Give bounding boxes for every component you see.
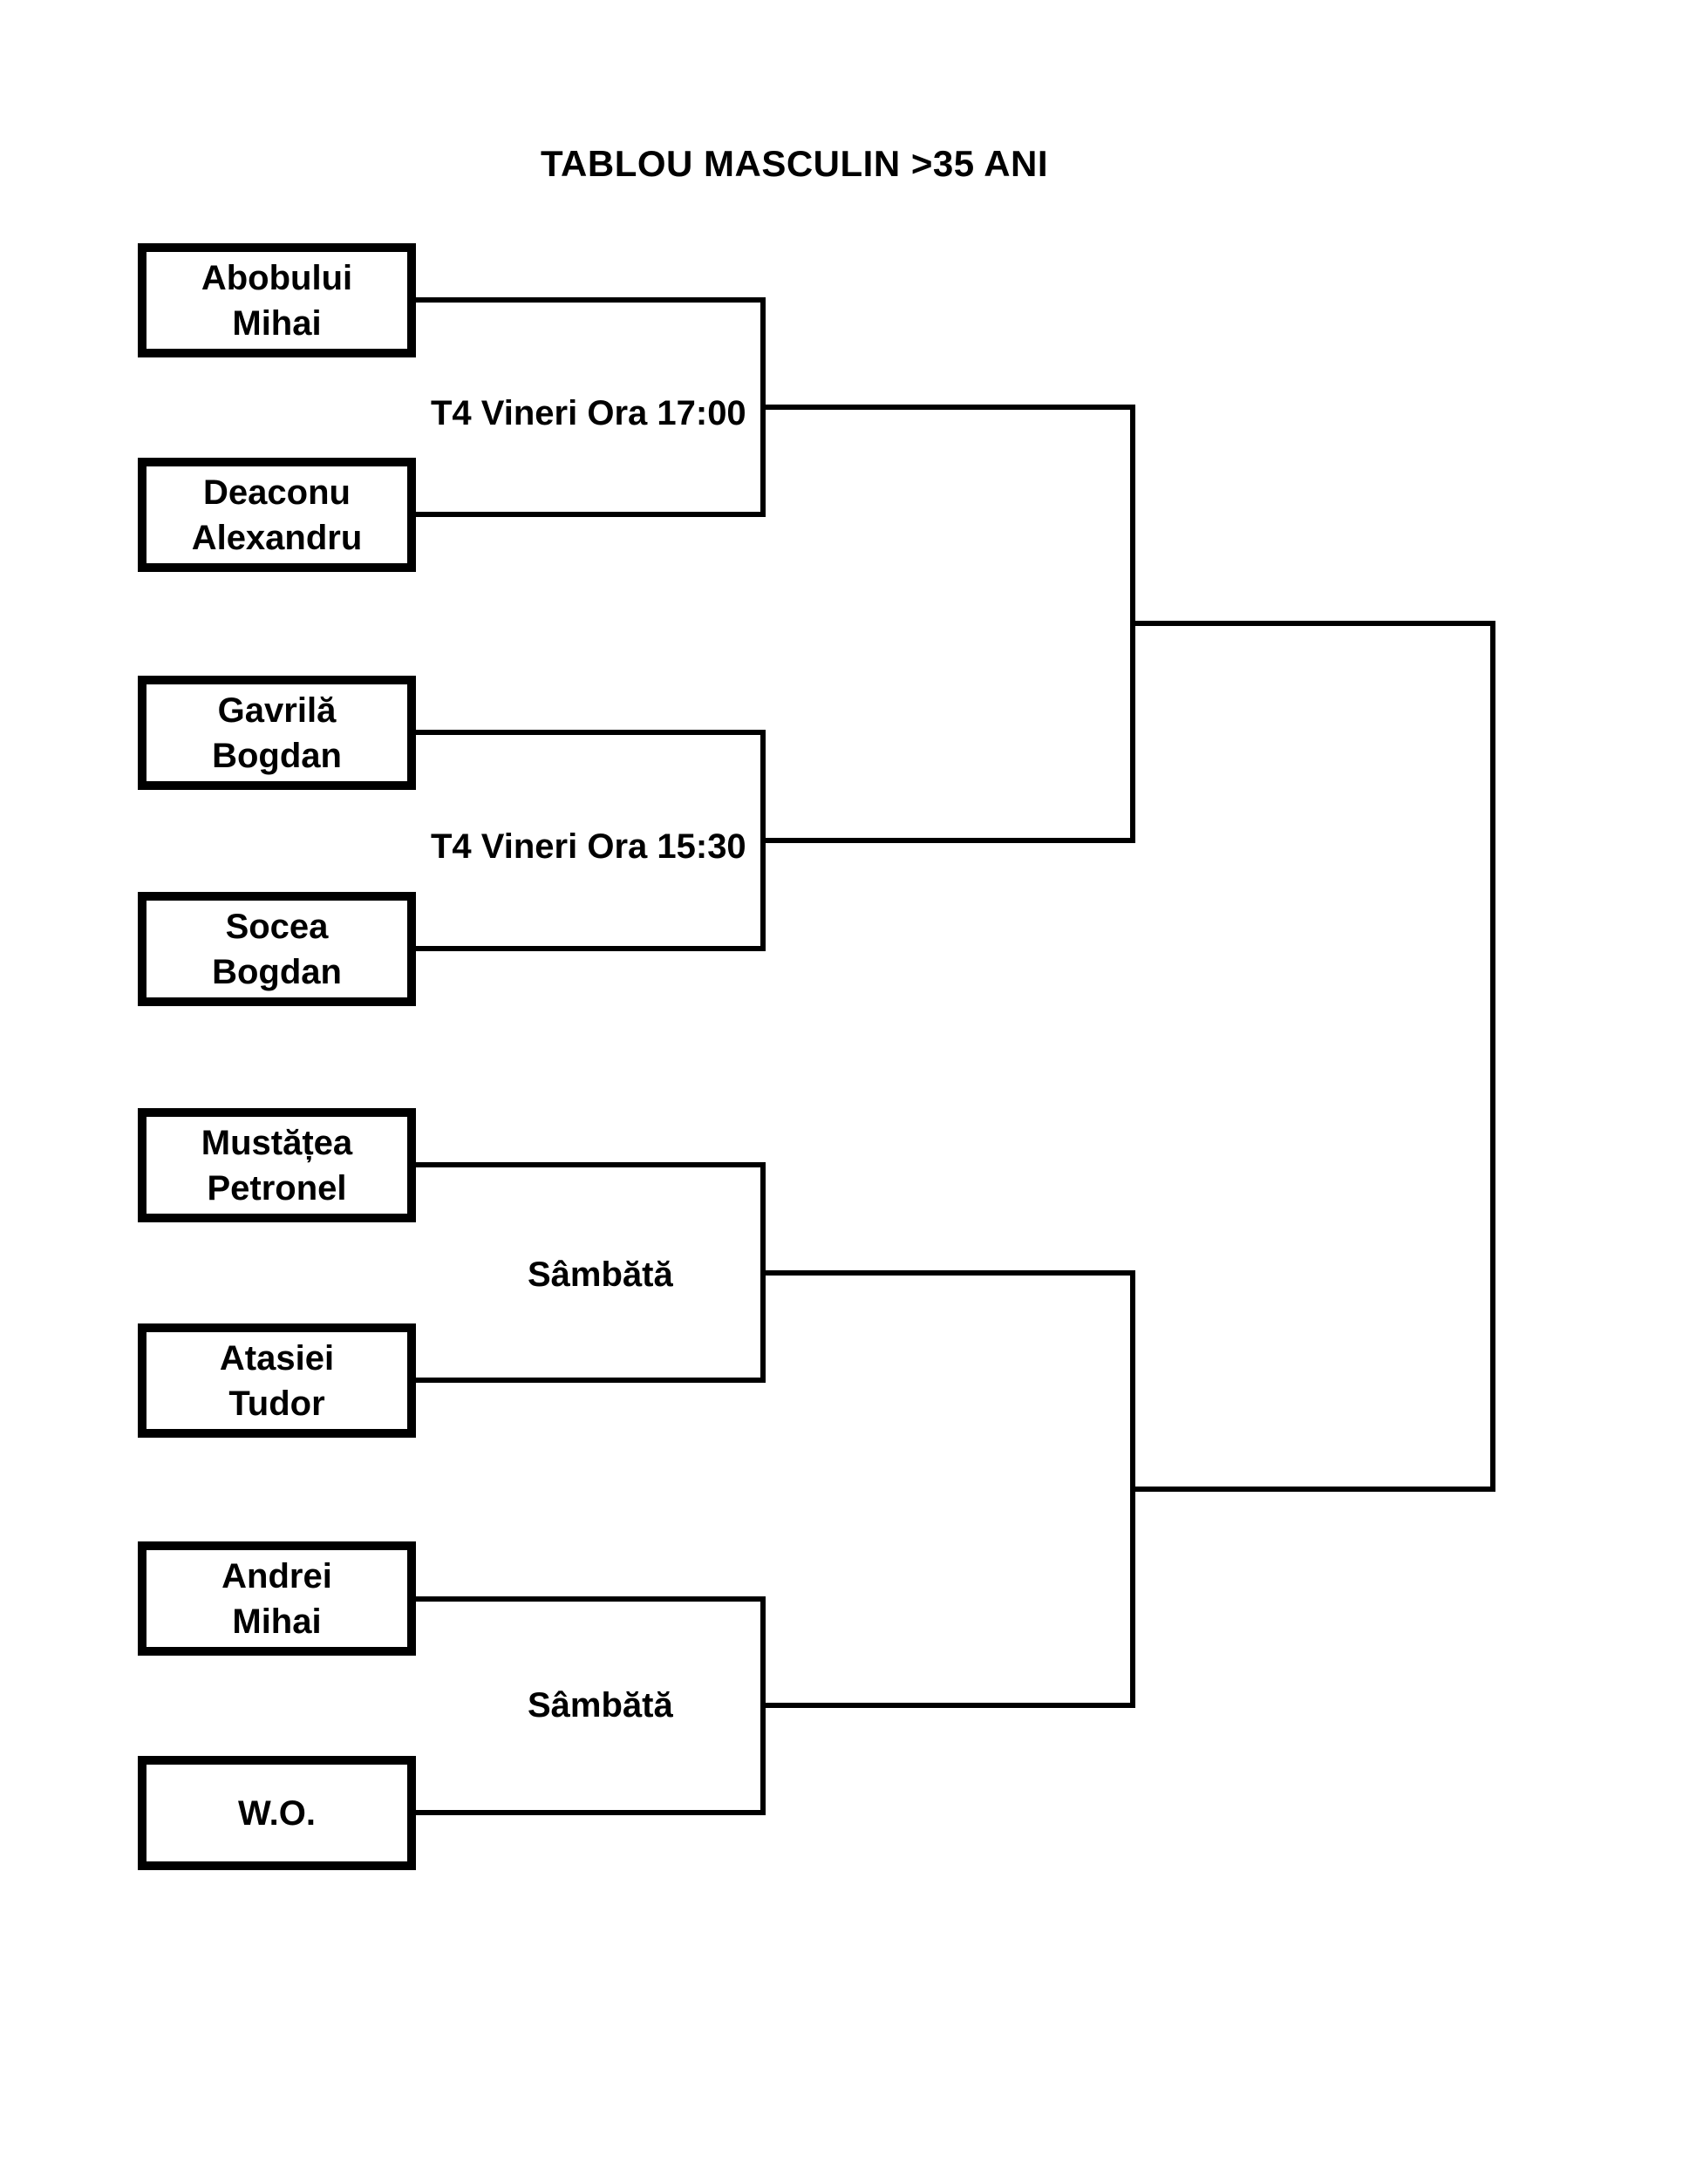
player-name-line: Tudor (228, 1384, 325, 1423)
bracket-line-winner-semifinal1 (1130, 621, 1495, 626)
player-name-line: Bogdan (212, 736, 342, 775)
player-box-atasiei-tudor: Atasiei Tudor (138, 1323, 416, 1438)
player-name-line: Bogdan (212, 952, 342, 991)
bracket-line-stub-p7 (416, 1596, 766, 1602)
bracket-line-stub-p2 (416, 512, 766, 517)
bracket-line-winner-match1 (760, 405, 1135, 410)
bracket-line-vertical-final (1490, 621, 1495, 1492)
player-name-line: Atasiei (219, 1338, 335, 1378)
player-name-line: W.O. (238, 1793, 316, 1833)
player-box-andrei-mihai: Andrei Mihai (138, 1541, 416, 1656)
player-name-line: Mihai (232, 1602, 322, 1641)
match2-time-label: T4 Vineri Ora 15:30 (431, 827, 746, 866)
bracket-line-stub-p6 (416, 1378, 766, 1383)
bracket-line-winner-match2 (760, 838, 1135, 843)
player-box-mustatea-petronel: Mustățea Petronel (138, 1108, 416, 1222)
player-name-line: Socea (225, 907, 329, 946)
bracket-line-stub-p8 (416, 1810, 766, 1815)
player-box-wo: W.O. (138, 1756, 416, 1870)
player-name-line: Mustățea (201, 1123, 353, 1162)
player-box-abobului-mihai: Abobului Mihai (138, 243, 416, 357)
player-name-line: Mihai (232, 303, 322, 343)
player-name-line: Petronel (207, 1168, 347, 1208)
player-box-socea-bogdan: Socea Bogdan (138, 892, 416, 1006)
player-name-line: Alexandru (191, 518, 363, 557)
bracket-line-stub-p4 (416, 946, 766, 951)
bracket-line-winner-match3 (760, 1270, 1135, 1276)
player-name-line: Gavrilă (217, 691, 337, 730)
bracket-line-stub-p1 (416, 297, 766, 303)
match1-time-label: T4 Vineri Ora 17:00 (431, 394, 746, 432)
player-box-gavrila-bogdan: Gavrilă Bogdan (138, 676, 416, 790)
bracket-line-winner-semifinal2 (1130, 1487, 1495, 1492)
bracket-line-stub-p5 (416, 1162, 766, 1167)
bracket-line-stub-p3 (416, 730, 766, 735)
player-name-line: Andrei (221, 1556, 332, 1595)
match4-time-label: Sâmbătă (528, 1686, 673, 1725)
match3-time-label: Sâmbătă (528, 1255, 673, 1294)
player-box-deaconu-alexandru: Deaconu Alexandru (138, 458, 416, 572)
player-name-line: Abobului (201, 258, 353, 297)
bracket-line-winner-match4 (760, 1703, 1135, 1708)
page-title: TABLOU MASCULIN >35 ANI (541, 143, 1049, 184)
player-name-line: Deaconu (203, 473, 351, 512)
